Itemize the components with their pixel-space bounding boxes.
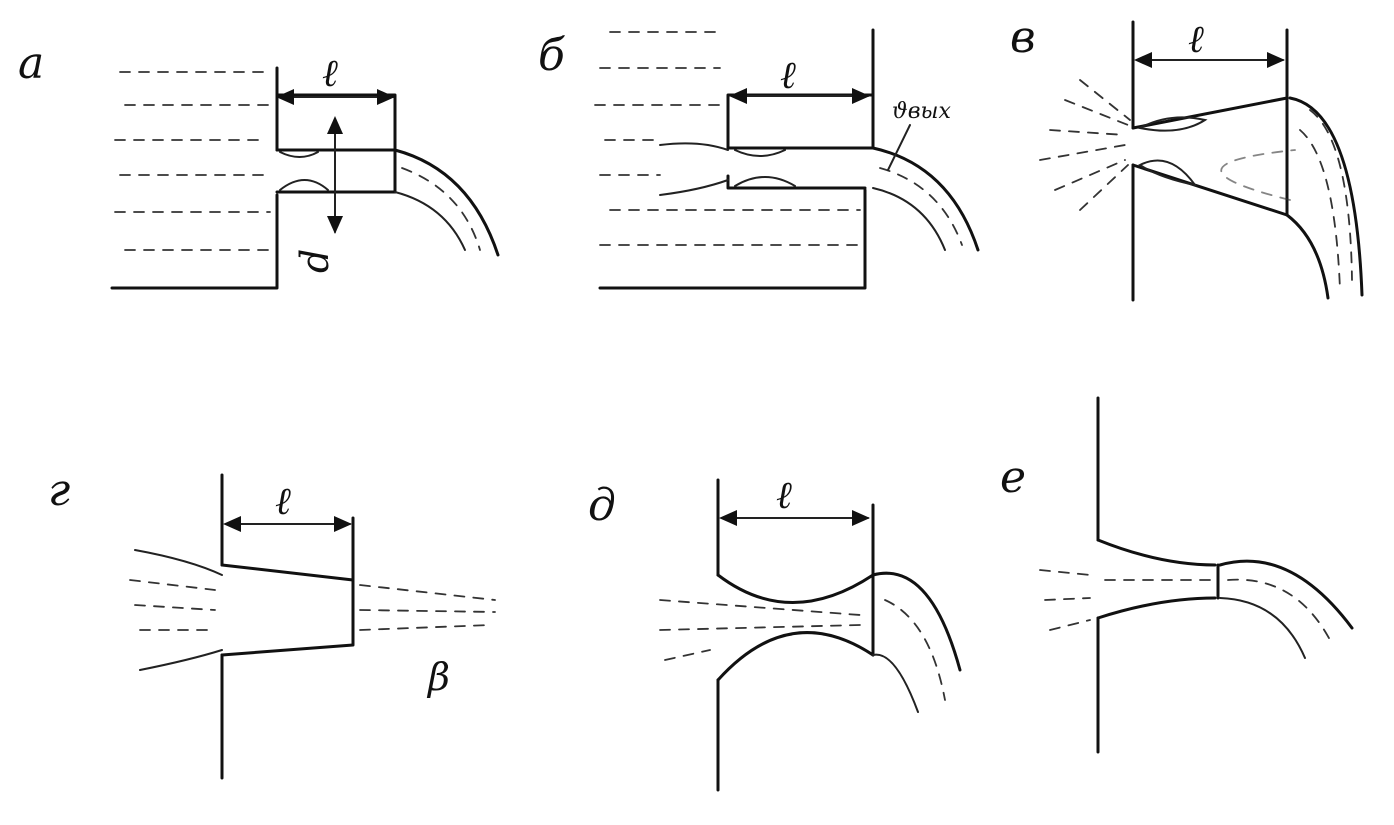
jet-outer	[1288, 96, 1364, 297]
reservoir-water	[594, 31, 861, 246]
vortex-zone-bottom	[734, 176, 796, 187]
orifice-profile-bottom	[1096, 596, 1217, 620]
panel-a-label: а	[18, 38, 44, 89]
angle-label: β	[426, 655, 450, 699]
velocity-label: ϑвых	[892, 99, 951, 124]
length-label: ℓ	[776, 473, 792, 517]
vortex-zone-top	[1137, 116, 1208, 132]
jet-inner	[394, 191, 466, 251]
vortex-zone-top	[734, 149, 786, 157]
converging-nozzle	[220, 563, 355, 657]
flow-lines	[1039, 569, 1211, 631]
reservoir-water	[114, 71, 271, 251]
nozzle-profile-bottom	[716, 631, 875, 682]
jet-inner	[872, 187, 946, 251]
reservoir-wall-bottom	[110, 193, 279, 290]
panel-e: е	[1000, 396, 1354, 754]
diverging-nozzle	[1131, 96, 1289, 217]
jet-outer	[393, 148, 500, 257]
length-label: ℓ	[275, 479, 291, 523]
panel-b: б ℓ ϑвых	[538, 28, 980, 290]
length-label: ℓ	[1188, 17, 1204, 61]
jet-inner	[1219, 597, 1306, 659]
vortex-zone-top	[279, 151, 319, 158]
panel-a: а ℓ d	[18, 38, 500, 290]
velocity-leader	[887, 124, 911, 171]
outflow-jet	[359, 584, 496, 631]
flow-lines	[659, 599, 861, 661]
panel-v-label: в	[1010, 12, 1036, 63]
jet-outer	[871, 571, 962, 672]
vortex-zone-bottom	[1137, 159, 1198, 187]
nozzle-profile-top	[716, 573, 875, 604]
jet-inner	[1285, 213, 1330, 300]
nozzle-outer	[726, 93, 875, 150]
jet-inner	[872, 653, 919, 713]
panel-d-label: д	[588, 480, 616, 531]
orifice-profile-top	[1096, 538, 1217, 567]
length-label: ℓ	[780, 53, 796, 97]
panel-v: в ℓ	[1010, 12, 1364, 302]
reservoir-outline	[598, 188, 867, 290]
nozzle-tube	[726, 146, 875, 190]
vortex-zone-bottom	[279, 179, 329, 191]
panel-b-label: б	[538, 30, 565, 81]
length-label: ℓ	[322, 51, 338, 95]
diameter-label: d	[293, 249, 337, 273]
panel-d: д ℓ	[588, 473, 962, 792]
inflow-spray	[1039, 79, 1131, 211]
jet-outer	[871, 146, 980, 252]
jet-outer	[1218, 559, 1354, 630]
panel-e-label: е	[1000, 452, 1026, 503]
panel-g-label: г	[48, 465, 70, 516]
panel-g: г ℓ β	[48, 465, 496, 780]
